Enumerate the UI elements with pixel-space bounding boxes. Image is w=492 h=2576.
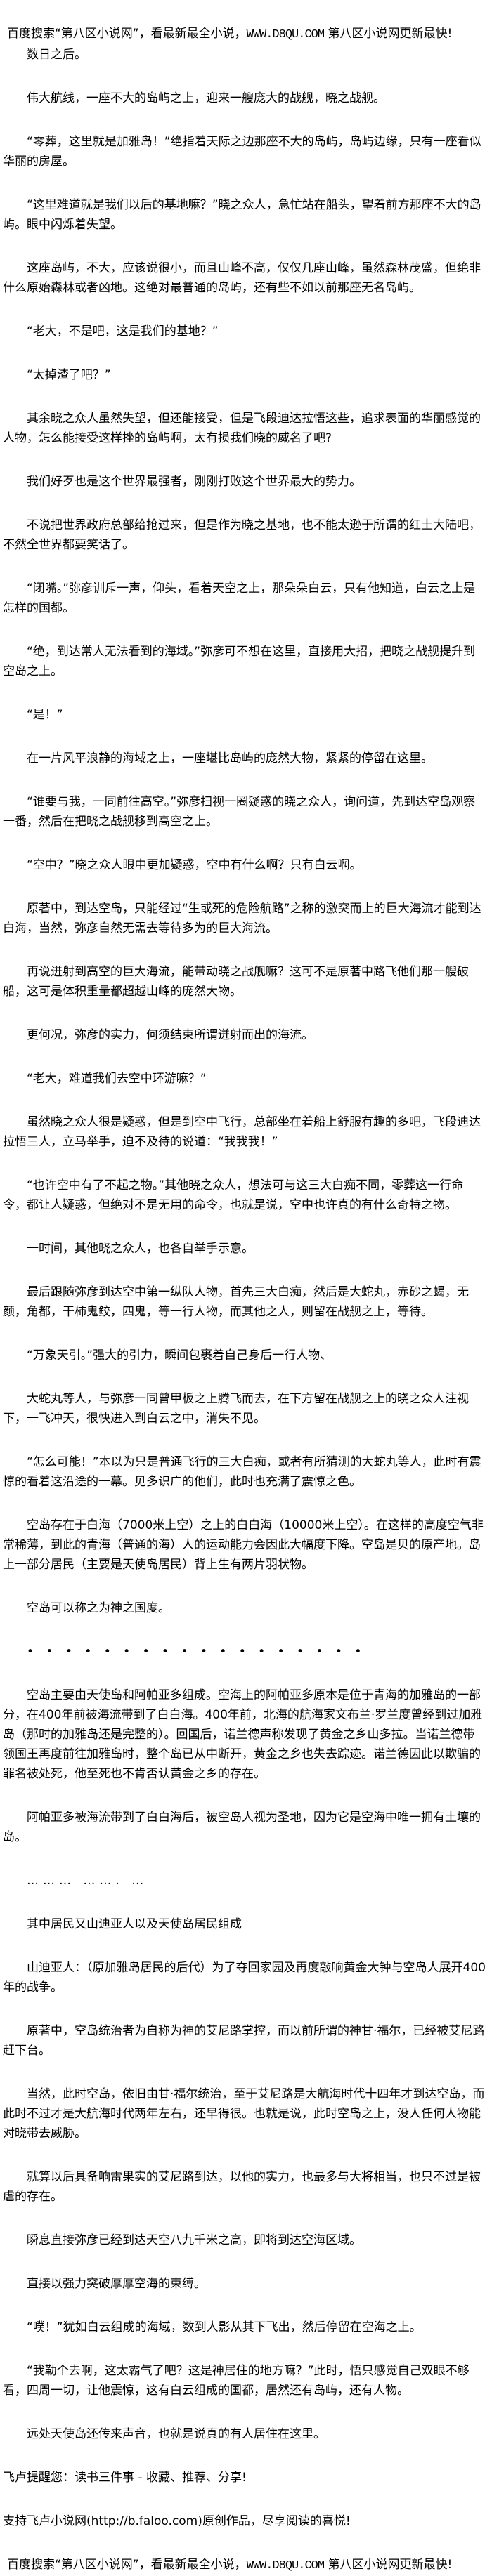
paragraph: 直接以强力突破厚厚空海的束缚。: [27, 2277, 206, 2291]
paragraph: 当然，此时空岛，依旧由甘·福尔统治，至于艾尼路是大航海时代十四年才到达空岛，而此…: [3, 2087, 485, 2141]
banner-url-link[interactable]: WWW.D8QU.COM: [246, 28, 325, 41]
paragraph: 远处天使岛还传来声音，也就是说真的有人居住在这里。: [27, 2427, 325, 2441]
paragraph: 空岛主要由天使岛和阿帕亚多组成。空海上的阿帕亚多原本是位于青海的加雅岛的一部分，…: [3, 1688, 483, 1781]
paragraph: “老大，难道我们去空中环游嘛？”: [27, 1072, 207, 1086]
banner-tail: 第八区小说网更新最快!: [324, 27, 453, 41]
paragraph: 原著中，空岛统治者为自称为神的艾尼路掌控，而以前所谓的神甘·福尔，已经被艾尼路赶…: [3, 2024, 485, 2058]
paragraph: “闭嘴。”弥彦训斥一声，仰头，看着天空之上，那朵朵白云，只有他知道，白云之上是怎…: [3, 581, 476, 615]
paragraph: “这里难道就是我们以后的基地嘛？”晓之众人，急忙站在船头，望着前方那座不大的岛屿…: [3, 198, 481, 232]
paragraph: 不说把世界政府总部给抢过来，但是作为晓之基地，也不能太逊于所谓的红土大陆吧，不然…: [3, 518, 481, 552]
paragraph: 这座岛屿，不大，应该说很小，而且山峰不高，仅仅几座山峰，虽然森林茂盛，但绝非什么…: [3, 261, 481, 295]
paragraph: “噗！”犹如白云组成的海域，数到人影从其下飞出，然后停留在空海之上。: [27, 2320, 422, 2334]
paragraph: “也许空中有了不起之物。”其他晓之众人，想法可与这三大白痴不同，零葬这一行命令，…: [3, 1178, 464, 1212]
paragraph: 其余晓之众人虽然失望，但还能接受，但是飞段迪达拉悟这些，追求表面的华丽感觉的人物…: [3, 412, 481, 445]
paragraph: “绝，到达常人无法看到的海域。”弥彦可不想在这里，直接用大招，把晓之战舰提升到空…: [3, 645, 476, 678]
paragraph: 一时间，其他晓之众人，也各自举手示意。: [27, 1242, 254, 1256]
paragraph: “谁要与我，一同前往高空。”弥彦扫视一圈疑惑的晓之众人，询问道，先到达空岛观察一…: [3, 795, 476, 829]
paragraph: 阿帕亚多被海流带到了白白海后，被空岛人视为圣地，因为它是空海中唯一拥有土壤的岛。: [3, 1811, 481, 1844]
paragraph: ……… ……. …: [27, 1874, 148, 1888]
paragraph: 伟大航线，一座不大的岛屿之上，迎来一艘庞大的战舰，晓之战舰。: [27, 91, 385, 105]
banner-text: 百度搜索“第八区小说网”，看最新最全小说，: [7, 2558, 247, 2572]
paragraph: “我勒个去啊，这太霸气了吧？这是神居住的地方嘛？”此时，悟只感觉自己双眼不够看，…: [3, 2364, 470, 2398]
paragraph: 大蛇丸等人，与弥彦一同曾甲板之上腾飞而去，在下方留在战舰之上的晓之众人注视下，一…: [3, 1392, 469, 1426]
header-ad-banner: 百度搜索“第八区小说网”，看最新最全小说，WWW.D8QU.COM 第八区小说网…: [7, 24, 486, 45]
paragraph: 在一片风平浪静的海域之上，一座堪比岛屿的庞然大物，紧紧的停留在这里。: [27, 751, 433, 765]
banner-text: 百度搜索“第八区小说网”，看最新最全小说，: [7, 27, 247, 41]
paragraph: 虽然晓之众人很是疑惑，但是到空中飞行，总部坐在着船上舒服有趣的多吧，飞段迪达拉悟…: [3, 1115, 481, 1149]
footer-ad-banner: 百度搜索“第八区小说网”，看最新最全小说，WWW.D8QU.COM 第八区小说网…: [7, 2555, 486, 2576]
paragraph: 其中居民又山迪亚人以及天使岛居民组成: [27, 1917, 242, 1931]
reminder-text: 飞卢提醒您：读书三件事 - 收藏、推荐、分享!: [3, 2471, 247, 2485]
paragraph: 最后跟随弥彦到达空中第一纵队人物，首先三大白痴，然后是大蛇丸，赤砂之蝎，无颜，角…: [3, 1285, 469, 1319]
paragraph: “空中？”晓之众人眼中更加疑惑，空中有什么啊？只有白云啊。: [27, 858, 362, 872]
paragraph: “零葬，这里就是加雅岛！”绝指着天际之边那座不大的岛屿，岛屿边缘，只有一座看似华…: [3, 135, 481, 169]
paragraph: 空岛可以称之为神之国度。: [27, 1601, 170, 1615]
chapter-body: 数日之后。伟大航线，一座不大的岛屿之上，迎来一艘庞大的战舰，晓之战舰。 “零葬，这…: [3, 45, 486, 2444]
banner-url-link[interactable]: WWW.D8QU.COM: [246, 2559, 325, 2572]
paragraph: 就算以后具备响雷果实的艾尼路到达，以他的实力，也最多与大将相当，也只不过是被虐的…: [3, 2170, 481, 2204]
paragraph: “太掉渣了吧？”: [27, 368, 111, 382]
support-text: 支持飞卢小说网(http://b.faloo.com)原创作品，尽享阅读的喜悦!: [3, 2514, 351, 2528]
paragraph: 瞬息直接弥彦已经到达天空八九千米之高，即将到达空海区域。: [27, 2233, 361, 2247]
paragraph: “怎么可能！”本以为只是普通飞行的三大白痴，或者有所猜测的大蛇丸等人，此时有震惊…: [3, 1455, 481, 1489]
paragraph: • • • • • • • • • • • • • • • • • •: [27, 1645, 366, 1659]
paragraph: 数日之后。: [27, 48, 86, 62]
paragraph: 空岛存在于白海（7000米上空）之上的白白海（10000米上空）。在这样的高度空…: [3, 1518, 484, 1572]
paragraph: 再说迸射到高空的巨大海流，能带动晓之战舰嘛？这可不是原著中路飞他们那一艘破船，这…: [3, 965, 469, 999]
paragraph: “老大，不是吧，这是我们的基地？”: [27, 324, 219, 339]
paragraph: 更何况，弥彦的实力，何须结束所谓迸射而出的海流。: [27, 1028, 313, 1042]
paragraph: “万象天引。”强大的引力，瞬间包裹着自己身后一行人物、: [27, 1348, 332, 1362]
paragraph: 山迪亚人：（原加雅岛居民的后代）为了夺回家园及再度敲响黄金大钟与空岛人展开400…: [3, 1961, 486, 1995]
banner-tail: 第八区小说网更新最快!: [324, 2558, 453, 2572]
paragraph: “是！”: [27, 708, 63, 722]
paragraph: 我们好歹也是这个世界最强者，刚刚打败这个世界最大的势力。: [27, 475, 361, 489]
paragraph: 原著中，到达空岛，只能经过“生或死的危险航路”之称的激突而上的巨大海流才能到达白…: [3, 902, 481, 935]
